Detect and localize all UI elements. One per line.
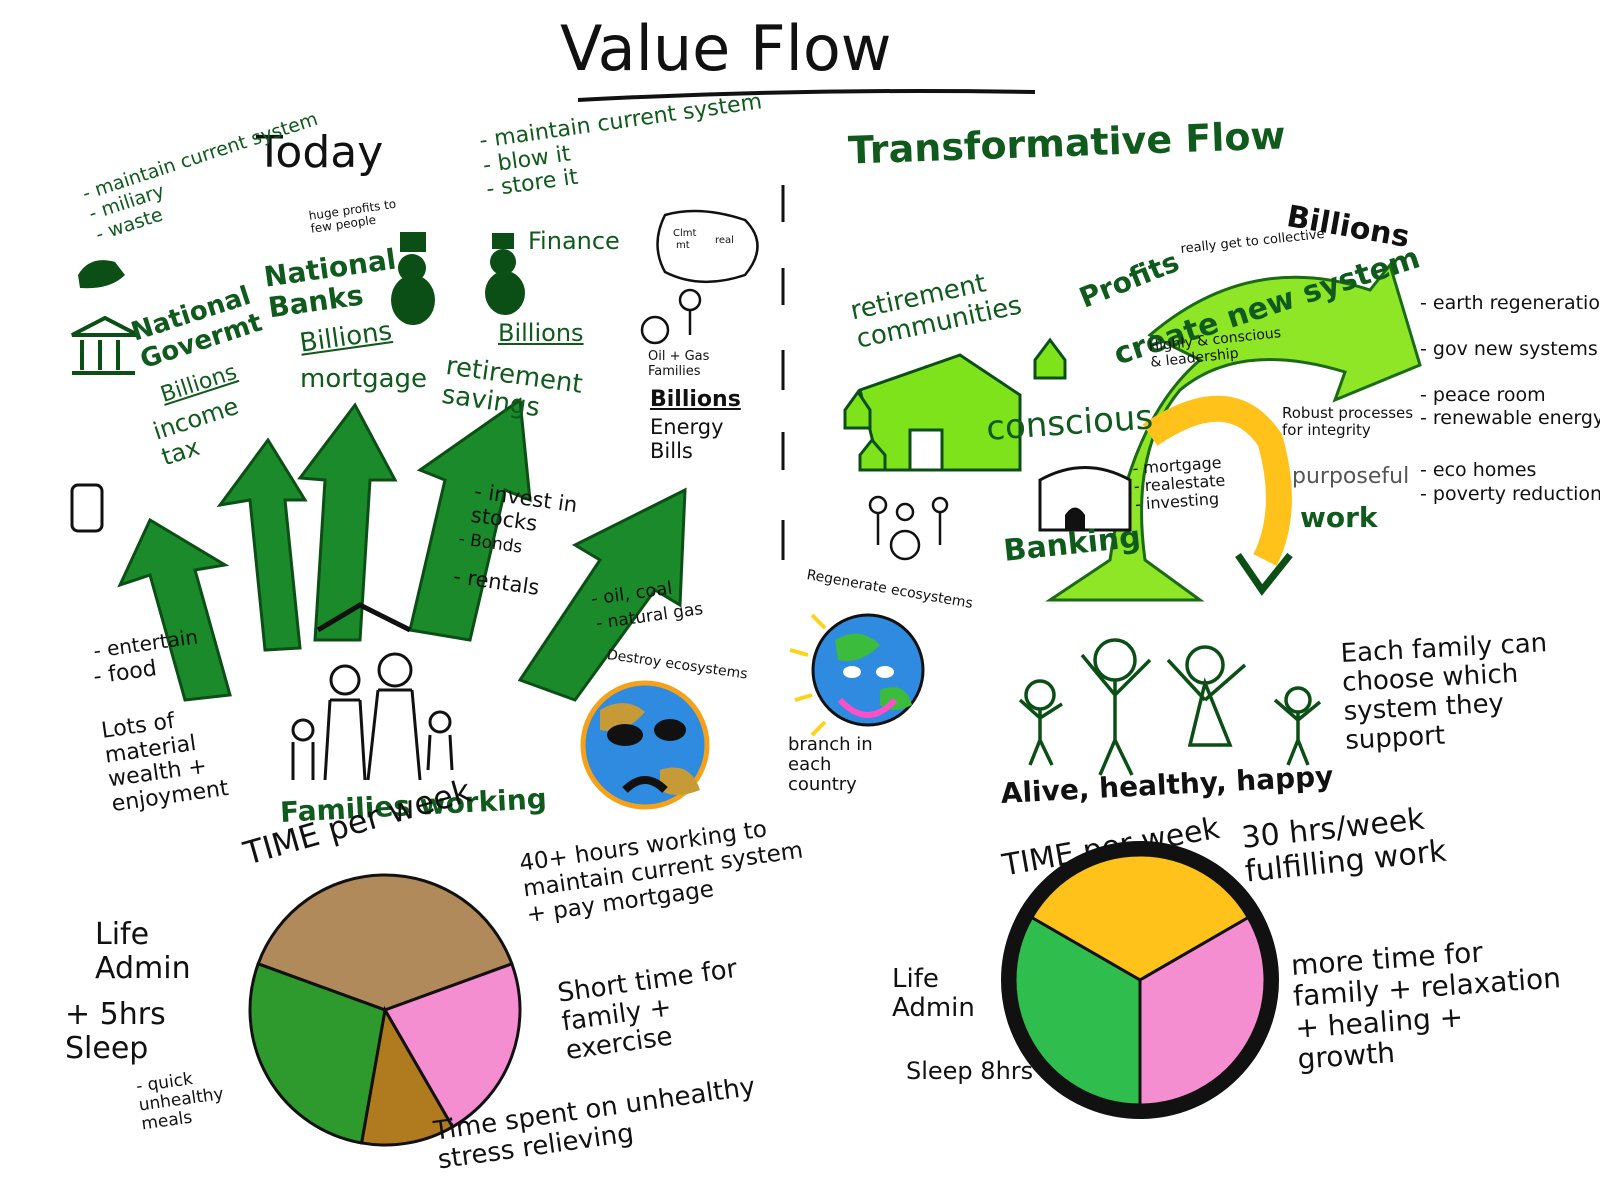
life-admin-label-today: Life Admin [95,917,191,986]
mortgage-label: mortgage [300,364,428,394]
outcome-item: - gov new systems [1420,337,1598,360]
phone-icon [70,483,104,533]
finance-billions: Billions [498,319,584,347]
branch-label: branch in each country [788,734,873,796]
bank-building-icon [71,315,139,375]
sad-earth-icon [580,680,710,810]
happy-family-figures [1018,638,1322,776]
elders-icon [868,495,949,561]
cloud-text: Clmt [673,228,697,239]
today-heading: Today [256,127,384,178]
each-family-label: Each family can choose which system they… [1339,628,1548,757]
arrow-1 [117,517,232,702]
outcome-item: - renewable energy systems [1420,407,1600,430]
yellow-curve-arrow [1142,395,1292,566]
time-pie-transform [1001,841,1279,1119]
page-title: Value Flow [560,12,892,85]
pie-slice-family [382,961,522,1129]
arrow-4 [408,397,532,642]
sleep-label-today: + 5hrs Sleep [65,997,166,1066]
outcome-item: - earth regeneration [1420,292,1600,314]
financier-icon [485,233,525,315]
finance-label: Finance [528,227,620,255]
yellow-arrowhead [1235,552,1293,596]
banker-icon [391,232,435,325]
tank-icon [78,260,125,289]
sleep-label-transform: Sleep 8hrs [906,1057,1034,1085]
cloud-text: real [715,235,734,246]
happy-earth-icon [811,613,925,727]
retirement-house-icon [843,337,1067,472]
purposeful-label: purposeful [1292,464,1410,489]
family-figures [291,652,454,781]
robust-processes-label: Robust processes for integrity [1282,404,1414,439]
more-time-label: more time for family + relaxation + heal… [1289,935,1562,1076]
outcome-item: - peace room [1420,383,1546,406]
oil-billions: Billions [650,387,741,412]
banking-list: - mortgage - realestate - investing [1132,453,1227,514]
pie-slice-sleep [248,961,387,1145]
roof-icon [316,602,412,633]
arrow-2 [216,437,308,652]
title-underline [577,89,1036,102]
arrow-5 [517,487,687,702]
pie-slice-stress [359,1005,455,1147]
upward-arrows [117,397,687,702]
pie-slice-sleep [1013,915,1142,1107]
outcome-item: - eco homes [1420,459,1537,481]
oil-family-icon [640,209,759,345]
cloud-text: mt [676,240,690,251]
outcomes-list: - earth regeneration - gov new systems -… [1420,292,1600,507]
energy-bills-label: Energy Bills [650,415,724,463]
pie-slice-work [256,873,514,1012]
life-admin-label-transform: Life Admin [892,964,975,1024]
time-pie-today [248,873,522,1147]
oil-gas-families-label: Oil + Gas Families [648,349,710,379]
sun-rays [789,613,827,737]
outcome-item: - poverty reduction [1420,482,1600,505]
pie-slice-work [1029,853,1251,982]
banking-building-icon [1038,466,1132,532]
arrow-3 [297,402,398,642]
work-label: work [1300,501,1378,534]
material-wealth-label: Lots of material wealth + enjoyment [99,708,231,817]
pie-outer-ring [1001,841,1279,1119]
pie-slice-family [1138,915,1267,1107]
